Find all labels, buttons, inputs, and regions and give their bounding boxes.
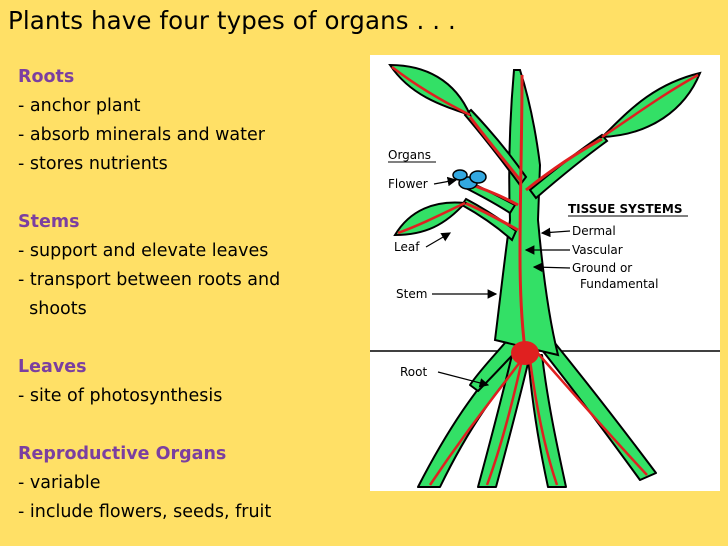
section-line: - include flowers, seeds, fruit (18, 502, 272, 522)
slide-title: Plants have four types of organs . . . (8, 6, 456, 35)
label-ground-line2: Fundamental (580, 277, 659, 291)
section-line: - variable (18, 473, 101, 493)
arrow-ground (532, 262, 571, 273)
tissue-systems-heading: TISSUE SYSTEMS (568, 202, 682, 216)
leaves-section: Leaves - site of photosynthesis (18, 353, 363, 411)
vascular-junction (511, 341, 539, 365)
section-heading-leaves: Leaves (18, 357, 87, 377)
arrow-flower (433, 176, 458, 187)
arrow-root (437, 371, 490, 388)
label-dermal: Dermal (572, 224, 616, 238)
arrow-leaf (425, 232, 452, 248)
section-line: - anchor plant (18, 96, 141, 116)
arrow-dermal (540, 227, 571, 238)
vascular-tissue-drawing (462, 74, 603, 351)
roots-section: Roots - anchor plant - absorb minerals a… (18, 63, 363, 179)
section-line: shoots (18, 299, 87, 319)
plant-diagram-drawing: Organs Flower Leaf Stem Root TISSUE SYST… (370, 63, 720, 488)
label-ground-line1: Ground or (572, 261, 632, 275)
label-root: Root (400, 365, 427, 379)
label-flower: Flower (388, 177, 428, 191)
plant-diagram: Organs Flower Leaf Stem Root TISSUE SYST… (370, 55, 720, 491)
section-heading-reproductive-organs: Reproductive Organs (18, 444, 227, 464)
section-heading-stems: Stems (18, 212, 80, 232)
leaf-drawings (388, 63, 702, 237)
reproductive-organs-section: Reproductive Organs - variable - include… (18, 440, 363, 527)
label-stem: Stem (396, 287, 427, 301)
root-vascular-drawing (428, 349, 648, 486)
section-line: - absorb minerals and water (18, 125, 265, 145)
stems-section: Stems - support and elevate leaves - tra… (18, 208, 363, 324)
section-line: - stores nutrients (18, 154, 168, 174)
label-leaf: Leaf (394, 240, 420, 254)
organs-heading: Organs (388, 148, 431, 162)
organ-notes: Roots - anchor plant - absorb minerals a… (18, 63, 363, 527)
stem-drawing (493, 69, 560, 357)
section-line: - transport between roots and (18, 270, 281, 290)
flower-drawing (452, 169, 487, 190)
section-line: - support and elevate leaves (18, 241, 269, 261)
section-heading-roots: Roots (18, 67, 75, 87)
root-system-drawing (417, 334, 657, 488)
section-line: - site of photosynthesis (18, 386, 223, 406)
label-vascular: Vascular (572, 243, 623, 257)
